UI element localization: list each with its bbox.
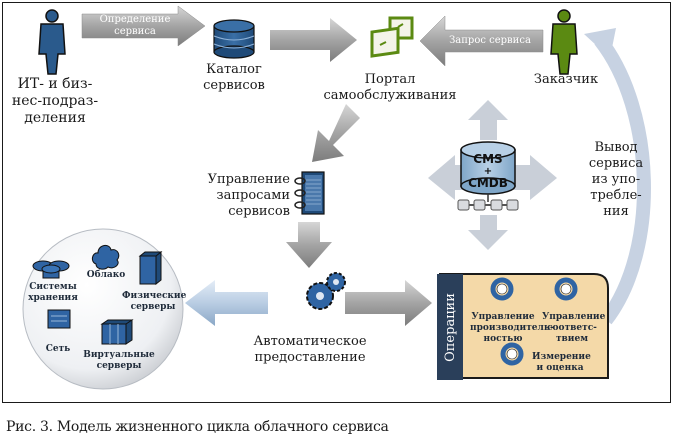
resource-label: Физические серверы (122, 291, 187, 312)
provision-to-resources-arrow (185, 280, 268, 326)
operation-item-label: Управление производитель- ностью (470, 312, 554, 344)
operations-title: Операции (442, 292, 458, 362)
request-to-provision-arrow (286, 222, 332, 268)
gears-icon (306, 272, 346, 310)
portal-to-request-arrow (312, 104, 360, 162)
network-icon (47, 309, 71, 329)
portal-windows-icon (370, 16, 414, 58)
retire-curve-arrow (594, 35, 651, 325)
cms-directional-arrows (428, 100, 557, 250)
cmdb-label: CMDB (468, 176, 508, 190)
cycle-icon (554, 277, 578, 301)
cycle-icon (500, 342, 524, 366)
operation-item-label: Измерение и оценка (532, 352, 591, 373)
catalog-label: Каталог сервисов (203, 62, 265, 93)
database-icon (213, 19, 255, 59)
retire-label: Вывод сервиса из упо- требле- ния (588, 140, 644, 219)
storage-icon (32, 260, 70, 279)
service-request-arrow (419, 15, 544, 67)
retire-arrowhead (584, 28, 616, 58)
define-service-label: Определение сервиса (99, 14, 171, 37)
cycle-icon (490, 277, 514, 301)
figure-caption: Рис. 3. Модель жизненного цикла облачног… (6, 419, 389, 435)
person-icon (550, 9, 578, 75)
resource-label: Виртуальные серверы (83, 350, 155, 371)
portal-label: Портал самообслуживания (323, 72, 457, 103)
request-mgmt-label: Управление запросами сервисов (207, 172, 290, 219)
define-service-arrow (81, 5, 206, 47)
resource-label: Системы хранения (28, 282, 78, 303)
cms-database-icon (457, 141, 519, 211)
server-icon (138, 250, 163, 286)
operation-item-label: Управление соответс- твием (542, 312, 606, 344)
it-business-label: ИТ- и биз- нес-подраз- деления (11, 76, 99, 126)
catalog-to-portal-arrow (270, 18, 357, 62)
service-request-label: Запрос сервиса (449, 35, 531, 46)
resource-label: Облако (86, 270, 126, 280)
auto-provision-label: Автоматическое предоставление (253, 334, 367, 365)
provision-to-operations-arrow (345, 280, 432, 326)
cloud-icon (91, 245, 120, 270)
person-icon (38, 9, 66, 75)
customer-label: Заказчик (533, 72, 599, 87)
virtual-servers-icon (100, 319, 134, 345)
binder-icon (294, 171, 325, 215)
cms-label: CMS (473, 152, 502, 166)
resource-label: Сеть (45, 344, 71, 354)
cms-plus-label: + (484, 166, 492, 177)
